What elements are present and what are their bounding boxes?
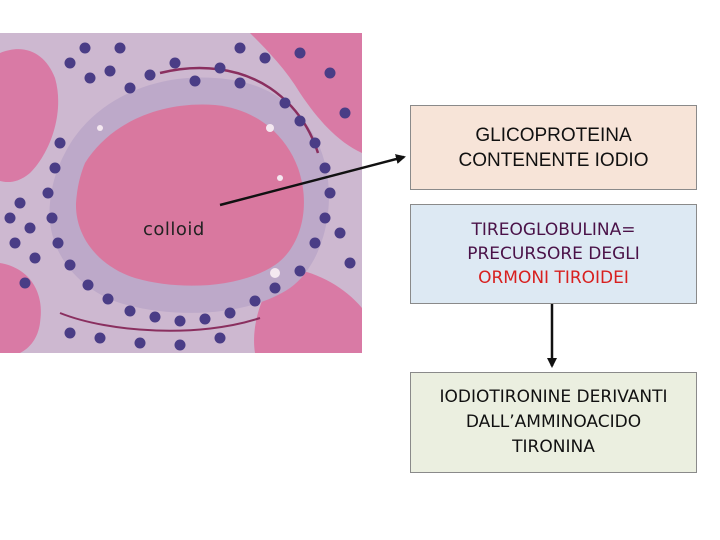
nucleus — [169, 57, 181, 69]
nucleus — [104, 65, 116, 77]
nucleus — [259, 52, 271, 64]
nucleus — [52, 237, 64, 249]
nucleus — [114, 42, 126, 54]
nucleus — [79, 42, 91, 54]
nucleus — [294, 265, 306, 277]
colloid-region-left — [0, 49, 59, 183]
colloid-label: colloid — [143, 219, 205, 240]
nucleus — [24, 222, 36, 234]
thyroglobulin-box: TIREOGLOBULINA= PRECURSORE DEGLI ORMONI … — [410, 204, 697, 304]
nucleus — [214, 332, 226, 344]
nucleus — [309, 137, 321, 149]
nucleus — [214, 62, 226, 74]
nucleus — [124, 82, 136, 94]
nucleus — [144, 69, 156, 81]
nucleus — [124, 305, 136, 317]
thyroglobulin-line-1: TIREOGLOBULINA= — [471, 220, 636, 240]
vacuole — [97, 125, 103, 131]
nucleus — [102, 293, 114, 305]
capillary-streak — [159, 66, 320, 154]
colloid-lumen — [75, 104, 304, 286]
nucleus — [82, 279, 94, 291]
nucleus — [324, 187, 336, 199]
nucleus — [14, 197, 26, 209]
nucleus — [294, 47, 306, 59]
nucleus — [319, 212, 331, 224]
nucleus — [64, 327, 76, 339]
capillary-streak — [59, 312, 261, 332]
iodothyronines-line-3: TIRONINA — [512, 437, 595, 457]
nucleus — [234, 77, 246, 89]
nucleus — [19, 277, 31, 289]
thyroglobulin-line-2: PRECURSORE DEGLI — [467, 244, 640, 264]
nucleus — [294, 115, 306, 127]
nucleus — [174, 339, 186, 351]
nucleus — [174, 315, 186, 327]
nucleus — [64, 259, 76, 271]
nucleus — [279, 97, 291, 109]
vacuole — [270, 268, 280, 278]
nucleus — [84, 72, 96, 84]
nucleus — [149, 311, 161, 323]
glycoprotein-line-2: CONTENENTE IODIO — [458, 149, 649, 171]
nucleus — [42, 187, 54, 199]
nucleus — [334, 227, 346, 239]
nucleus — [224, 307, 236, 319]
iodothyronines-line-1: IODIOTIRONINE DERIVANTI — [439, 387, 668, 407]
nucleus — [46, 212, 58, 224]
iodothyronines-box: IODIOTIRONINE DERIVANTI DALL’AMMINOACIDO… — [410, 372, 697, 473]
thyroid-histology-image: colloid — [0, 33, 362, 353]
nucleus — [309, 237, 321, 249]
nucleus — [4, 212, 16, 224]
nucleus — [189, 75, 201, 87]
iodothyronines-line-2: DALL’AMMINOACIDO — [465, 412, 642, 432]
nucleus — [64, 57, 76, 69]
nucleus — [199, 313, 211, 325]
nucleus — [249, 295, 261, 307]
nucleus — [319, 162, 331, 174]
nucleus — [9, 237, 21, 249]
glycoprotein-box: GLICOPROTEINA CONTENENTE IODIO — [410, 105, 697, 190]
nucleus — [339, 107, 351, 119]
nucleus — [269, 282, 281, 294]
colloid-region-upper-right — [250, 33, 362, 153]
nucleus — [234, 42, 246, 54]
vacuole — [266, 124, 274, 132]
vacuole — [277, 175, 283, 181]
nucleus — [54, 137, 66, 149]
nucleus — [49, 162, 61, 174]
nucleus — [324, 67, 336, 79]
thyroglobulin-line-3: ORMONI TIROIDEI — [478, 268, 629, 288]
glycoprotein-line-1: GLICOPROTEINA — [475, 124, 632, 146]
nucleus — [29, 252, 41, 264]
nucleus — [344, 257, 356, 269]
nucleus — [134, 337, 146, 349]
histology-svg — [0, 33, 362, 353]
nucleus — [94, 332, 106, 344]
colloid-region-lower-left — [0, 263, 41, 353]
